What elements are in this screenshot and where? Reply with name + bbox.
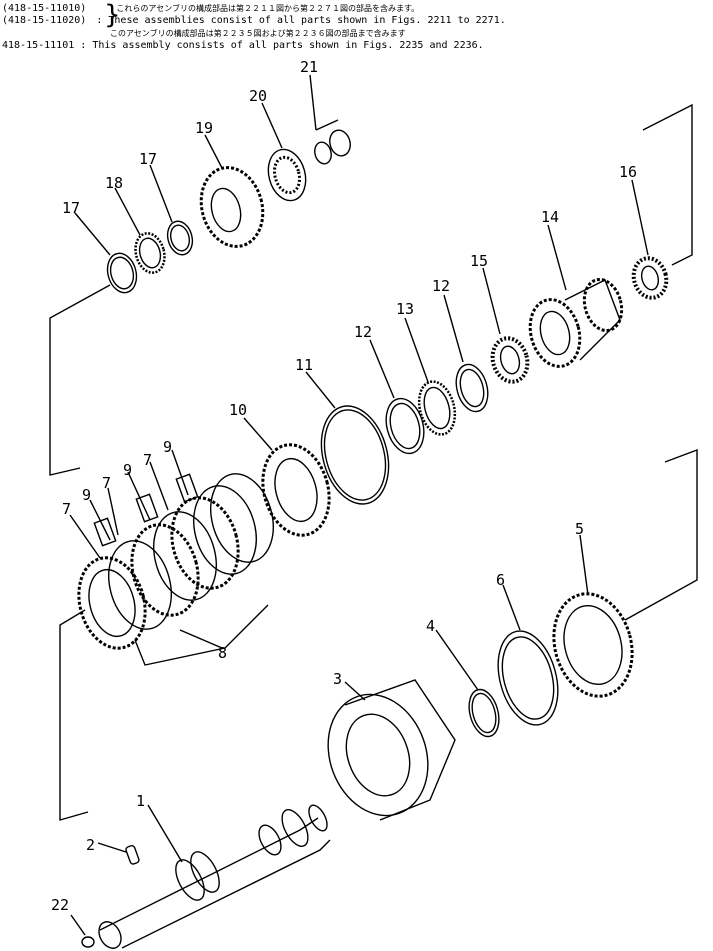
- part-17-ring-a: [74, 212, 138, 294]
- part-13-thrust-bearing: [404, 317, 457, 436]
- note-text-1-jp: これらのアセンブリの構成部品は第２２１１図から第２２７１図の部品を含みます。: [116, 4, 420, 13]
- callout-15: 15: [470, 252, 488, 270]
- callout-6: 6: [496, 571, 505, 589]
- part-17-ring-b: [149, 164, 194, 256]
- brace-symbol: }: [104, 0, 121, 30]
- clutch-disc-pack: [69, 449, 274, 666]
- note-row-4: 418-15-11101 : This assembly consists of…: [2, 40, 484, 51]
- callout-9-a: 9: [82, 486, 91, 504]
- assembly-bracket-lines: [49, 103, 698, 821]
- note-row-1: (418-15-11010) これらのアセンブリの構成部品は第２２１１図から第２…: [2, 3, 419, 15]
- part-21-rings: [309, 74, 351, 165]
- note-row-2: (418-15-11020) : These assemblies consis…: [2, 15, 506, 26]
- part-12-ring-a: [369, 339, 425, 455]
- part-22-plug: [70, 914, 95, 948]
- part-11-snap-ring: [305, 371, 390, 505]
- note-text-2: These assemblies consist of all parts sh…: [108, 15, 506, 26]
- part-18-ring: [114, 187, 166, 274]
- callout-labels: 1 2 3 4 5 6 7 7 7 8 9 9 9 10 11 12 12 13…: [51, 58, 637, 914]
- part-14-gear-hub: [528, 224, 624, 368]
- callout-1: 1: [136, 792, 145, 810]
- callout-16: 16: [619, 163, 637, 181]
- header-notes: (418-15-11010) これらのアセンブリの構成部品は第２２１１図から第２…: [0, 0, 713, 60]
- callout-4: 4: [426, 617, 435, 635]
- callout-7-b: 7: [102, 474, 111, 492]
- callout-3: 3: [333, 670, 342, 688]
- part-6-plate: [497, 584, 559, 726]
- callout-12-b: 12: [432, 277, 450, 295]
- callout-18: 18: [105, 174, 123, 192]
- callout-9-b: 9: [123, 461, 132, 479]
- callout-7-c: 7: [143, 451, 152, 469]
- part-20-bearing: [261, 102, 307, 202]
- part-12-ring-b: [443, 294, 489, 413]
- part-2-pin: [97, 842, 140, 865]
- note-code-4: 418-15-11101: [2, 40, 75, 51]
- callout-9-c: 9: [163, 438, 172, 456]
- callout-17-a: 17: [62, 199, 80, 217]
- part-19-gear: [199, 134, 265, 248]
- note-row-3: このアセンブリの構成部品は第２２３５図および第２２３６図の部品まで含みます: [110, 28, 406, 40]
- callout-2: 2: [86, 836, 95, 854]
- note-text-3-jp: このアセンブリの構成部品は第２２３５図および第２２３６図の部品まで含みます: [110, 29, 406, 38]
- callout-7-a: 7: [62, 500, 71, 518]
- callout-5: 5: [575, 520, 584, 538]
- part-15-needle-bearing: [482, 267, 530, 384]
- callout-13: 13: [396, 300, 414, 318]
- note-code-2: (418-15-11020): [2, 15, 87, 26]
- callout-20: 20: [249, 87, 267, 105]
- callout-22: 22: [51, 896, 69, 914]
- part-4-ring: [435, 629, 500, 738]
- note-code-1: (418-15-11010): [2, 3, 87, 14]
- callout-21: 21: [300, 58, 318, 76]
- callout-17-b: 17: [139, 150, 157, 168]
- part-5-gear: [552, 534, 634, 698]
- part-3-clutch-drum: [327, 679, 456, 821]
- callout-19: 19: [195, 119, 213, 137]
- note-text-4: This assembly consists of all parts show…: [92, 40, 484, 51]
- callout-8: 8: [218, 644, 227, 662]
- callout-12-a: 12: [354, 323, 372, 341]
- part-16-bearing: [631, 179, 669, 300]
- callout-10: 10: [229, 401, 247, 419]
- callout-14: 14: [541, 208, 559, 226]
- part-1-shaft: [98, 804, 331, 949]
- part-10-disc: [243, 417, 331, 537]
- callout-11: 11: [295, 356, 313, 374]
